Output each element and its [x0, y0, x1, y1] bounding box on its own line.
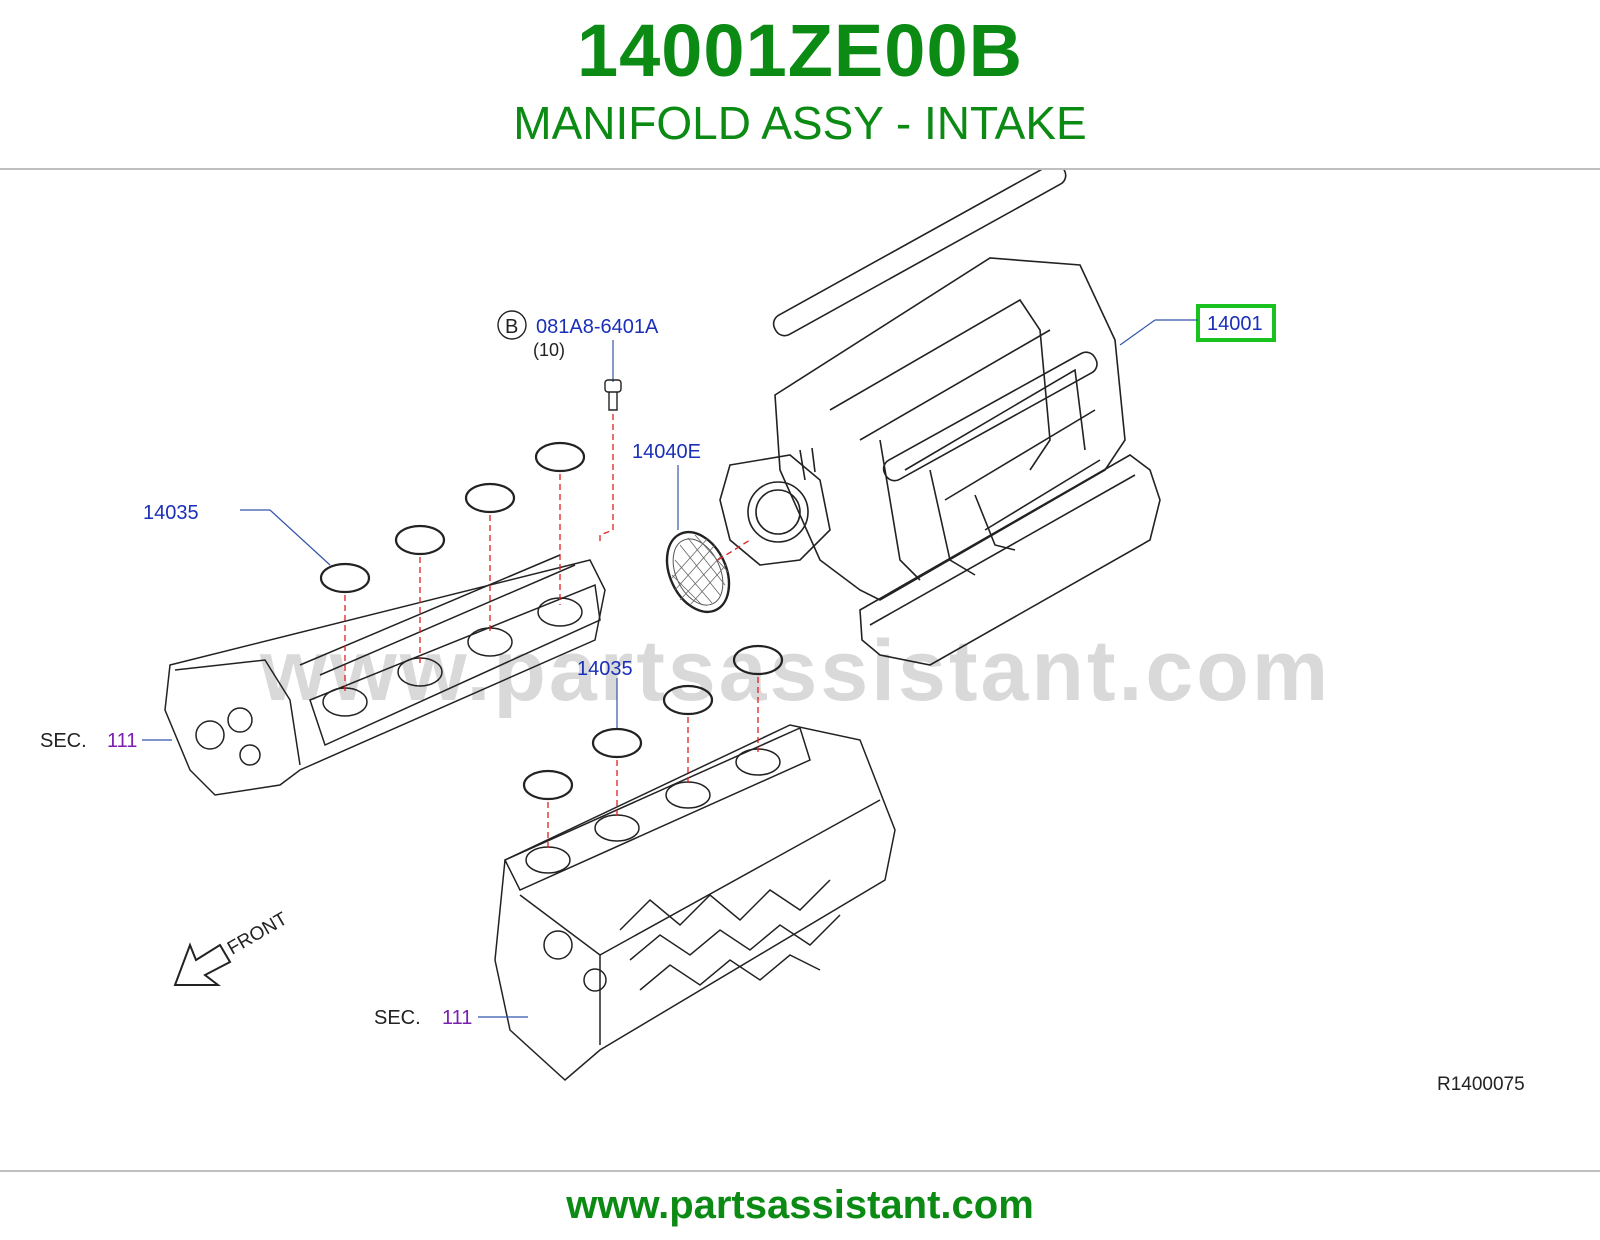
right-gasket-dash-lines	[547, 677, 759, 850]
bolt-circle-badge	[497, 310, 527, 340]
front-arrow-icon	[173, 942, 232, 986]
callout-gasket-right[interactable]: 14035	[577, 658, 633, 680]
sec-number-2[interactable]: 111	[442, 1007, 472, 1029]
manifold-leader-line-2	[1119, 319, 1156, 346]
bottom-divider	[0, 1170, 1600, 1172]
gasket-dash-line	[717, 539, 751, 561]
footer-website-link[interactable]: www.partsassistant.com	[566, 1183, 1034, 1227]
diagram-reference-code: R1400075	[1437, 1074, 1525, 1095]
front-label: FRONT	[224, 908, 292, 959]
parts-diagram: www.partsassistant.com	[0, 162, 1600, 1168]
sec-label-2: SEC.	[374, 1007, 421, 1029]
callout-throttle-gasket[interactable]: 14040E	[632, 441, 701, 463]
left-gasket-leader	[240, 509, 331, 566]
sec-number-1[interactable]: 111	[107, 730, 137, 752]
sec-label-1: SEC.	[40, 730, 87, 752]
left-intake-gaskets[interactable]	[319, 441, 586, 594]
right-intake-gaskets[interactable]	[522, 644, 784, 801]
callout-manifold[interactable]: 14001	[1207, 313, 1263, 335]
throttle-body-gasket[interactable]	[655, 522, 741, 622]
part-number-title: 14001ZE00B	[576, 9, 1024, 92]
left-gasket-dash-lines	[344, 474, 561, 695]
part-highlight-box	[1196, 304, 1276, 342]
part-name-subtitle: MANIFOLD ASSY - INTAKE	[513, 97, 1087, 149]
intake-manifold-drawing[interactable]	[719, 162, 1161, 666]
callout-bolt[interactable]: 081A8-6401A	[536, 316, 659, 338]
right-cylinder-head[interactable]	[494, 724, 896, 1082]
callout-gasket-left[interactable]: 14035	[143, 502, 199, 524]
header: 14001ZE00B MANIFOLD ASSY - INTAKE	[0, 0, 1600, 168]
bolt-dash-line	[599, 414, 614, 545]
watermark-text: www.partsassistant.com	[259, 623, 1331, 719]
top-divider	[0, 168, 1600, 170]
bolt-quantity: (10)	[533, 340, 565, 360]
bolt-drawing[interactable]	[604, 379, 622, 411]
bolt-circle-letter: B	[505, 316, 518, 338]
